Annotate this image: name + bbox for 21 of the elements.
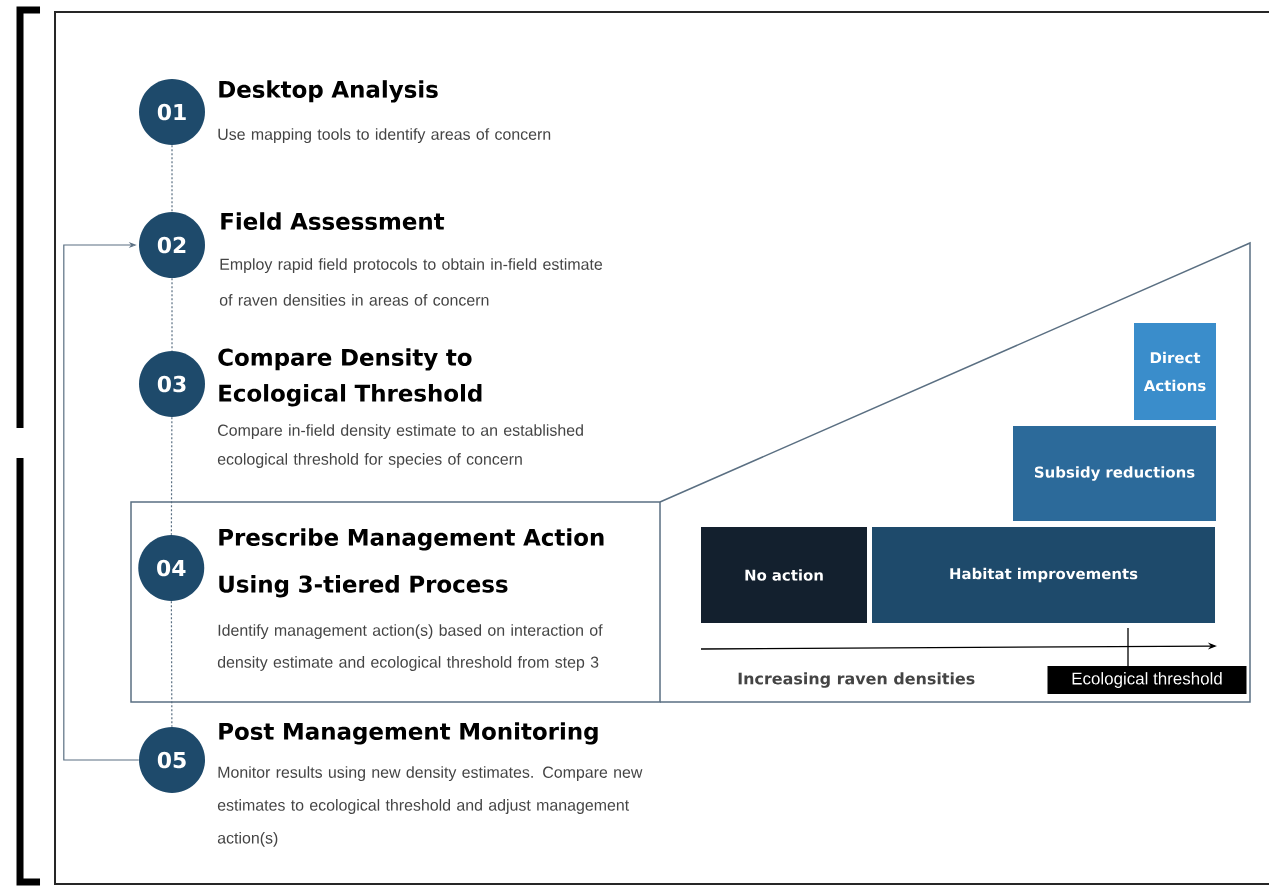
step-heading: Prescribe Management Action Using 3-tiered Process <box>219 528 604 598</box>
axis-label: Increasing raven densities <box>738 672 975 688</box>
step-heading: Desktop Analysis <box>219 80 438 103</box>
step-description: Monitor results using new density estimates. Compare new estimates to ecological threshold and adjust management action(s) <box>217 766 643 847</box>
dotted-connector <box>170 416 173 536</box>
action-bar: Subsidy reductions <box>1013 426 1216 521</box>
dotted-connector <box>171 144 173 213</box>
action-bar: Direct Actions <box>1134 323 1216 420</box>
step-heading: Field Assessment <box>221 212 445 230</box>
dotted-connector <box>170 600 173 728</box>
action-bar: No action <box>701 527 867 623</box>
step-description: Compare in-field density estimate to an established ecological threshold for species of concern <box>217 424 583 468</box>
feedback-arrow <box>63 241 140 761</box>
threshold-tag: Ecological threshold <box>1047 666 1247 694</box>
step-description: Use mapping tools to identify areas of concern <box>218 128 551 144</box>
dotted-connector <box>171 277 173 352</box>
step-description: Employ rapid field protocols to obtain in-field estimate of raven densities in areas of concern <box>219 258 603 306</box>
step-heading: Post Management Monitoring <box>219 722 598 745</box>
step-description: Identify management action(s) based on interaction of density estimate and ecological threshold from step 3 <box>217 624 603 671</box>
action-bar: Habitat improvements <box>872 527 1215 623</box>
step-heading: Compare Density to Ecological Threshold <box>218 348 482 407</box>
